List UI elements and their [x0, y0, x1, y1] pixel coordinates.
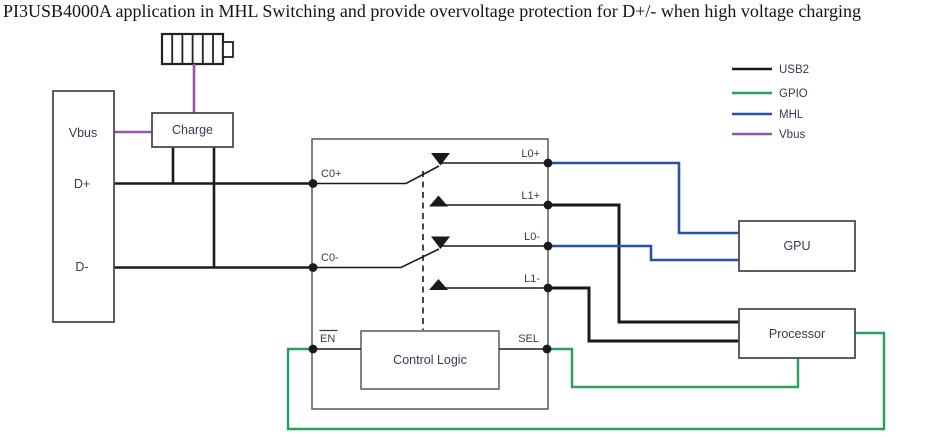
pin-label-sel: SEL [518, 333, 539, 345]
page-title: PI3USB4000A application in MHL Switching… [3, 1, 861, 21]
pin-dots [308, 158, 553, 354]
wire-mhl-l0minus-to-gpu [548, 244, 739, 262]
pin-label-l0plus: L0+ [521, 148, 540, 160]
wire-usb2-l1minus-to-processor [548, 286, 739, 343]
pin-dot-en [308, 344, 318, 354]
pin-label-c0plus: C0+ [321, 168, 342, 180]
pin-label-c0minus: C0- [321, 252, 339, 264]
wire-gpio-sel-to-processor [547, 347, 800, 389]
pin-dot-c0minus [308, 263, 318, 272]
switch-contact-l0plus [431, 153, 450, 166]
gpu-box [738, 220, 856, 272]
wire-gpio-en-to-processor [286, 331, 886, 431]
switch-contact-l1plus [429, 195, 448, 207]
pin-label-l1minus: L1- [524, 273, 540, 285]
legend-label-gpio: GPIO [779, 88, 808, 100]
connector-dplus-label: D+ [74, 177, 90, 191]
charge-box [151, 112, 234, 148]
pin-label-l0minus: L0- [524, 231, 540, 243]
pin-dot-l1minus [543, 283, 553, 293]
pin-dot-l0minus [543, 241, 553, 251]
pin-dot-c0plus [308, 179, 318, 188]
legend-label-vbus: Vbus [779, 129, 805, 141]
switch-contact-l0minus [431, 236, 450, 249]
control-logic-box [360, 330, 500, 390]
pin-label-en: EN [320, 333, 335, 345]
switch-arm-c0minus [313, 248, 440, 269]
wire-mhl-l0plus-to-gpu [548, 161, 739, 235]
processor-label: Processor [769, 327, 825, 341]
wire-usb2-l1plus-to-processor [548, 203, 739, 324]
pin-dot-sel [542, 344, 552, 354]
connector-vbus-label: Vbus [69, 126, 98, 140]
charge-label: Charge [172, 123, 213, 137]
connector-dminus-label: D- [75, 260, 88, 274]
control-logic-label: Control Logic [393, 353, 467, 367]
usb-connector-box [52, 90, 115, 323]
legend-label-mhl: MHL [779, 109, 804, 121]
battery-icon [160, 32, 234, 66]
processor-box [738, 308, 856, 359]
pin-label-l1plus: L1+ [521, 190, 540, 202]
pin-dot-l0plus [543, 158, 553, 168]
legend-label-usb2: USB2 [779, 64, 809, 76]
pin-dot-l1plus [543, 200, 553, 210]
switch-arm-c0plus [313, 165, 440, 185]
gpu-label: GPU [783, 239, 810, 253]
legend: USB2 GPIO MHL Vbus [732, 64, 809, 141]
